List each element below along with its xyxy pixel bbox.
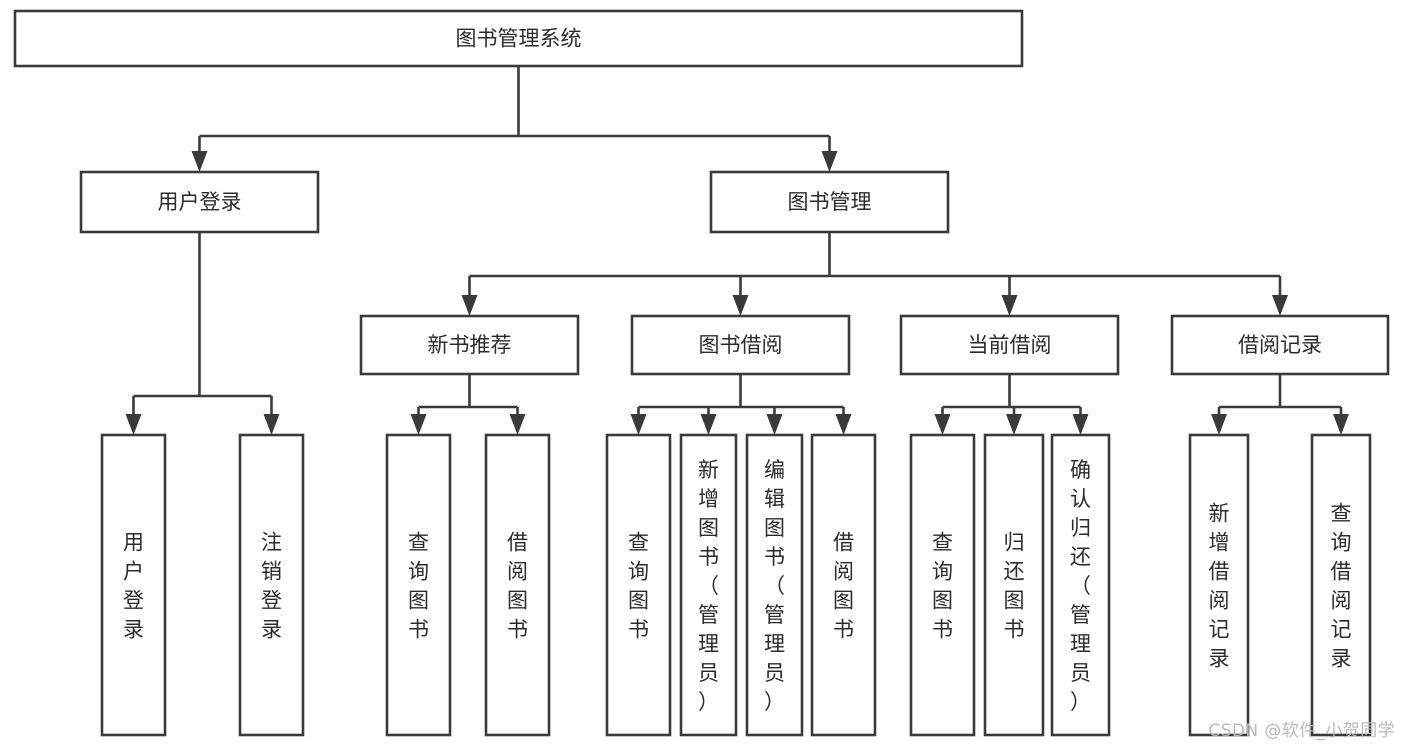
arrow-head-icon: [410, 414, 427, 435]
node-box[interactable]: [1310, 433, 1372, 737]
node-box[interactable]: [709, 170, 950, 234]
node-label: 注销登录: [261, 531, 282, 642]
node-root-图书管理系统[interactable]: 图书管理系统: [13, 9, 1024, 68]
connector-lines-layer: [125, 66, 1349, 435]
node-label: 用户登录: [158, 190, 242, 214]
arrow-head-icon: [509, 414, 526, 435]
node-leaf-编辑图书（管理员）[interactable]: 编辑图书（管理员）: [745, 433, 804, 737]
arrow-head-icon: [732, 295, 749, 316]
node-l3-图书借阅[interactable]: 图书借阅: [630, 314, 851, 376]
node-l2-用户登录[interactable]: 用户登录: [79, 170, 320, 234]
node-label: 归还图书: [1004, 531, 1025, 642]
arrow-head-icon: [461, 295, 478, 316]
node-label: 确认归还（管理员）: [1070, 458, 1091, 714]
arrow-head-icon: [1006, 414, 1022, 435]
node-label: 查询借阅记录: [1331, 502, 1352, 671]
node-leaf-查询借阅记录[interactable]: 查询借阅记录: [1310, 433, 1372, 737]
node-l3-当前借阅[interactable]: 当前借阅: [899, 314, 1120, 376]
node-label: 编辑图书（管理员）: [764, 458, 785, 714]
node-label: 新书推荐: [428, 333, 512, 357]
node-label: 借阅图书: [507, 531, 528, 642]
node-leaf-借阅图书[interactable]: 借阅图书: [484, 433, 551, 737]
node-boxes-layer: 图书管理系统用户登录图书管理新书推荐图书借阅当前借阅借阅记录用户登录注销登录查询…: [13, 9, 1390, 737]
arrow-head-icon: [263, 414, 280, 435]
node-label: 查询图书: [932, 531, 953, 642]
node-box[interactable]: [899, 314, 1120, 376]
node-leaf-用户登录[interactable]: 用户登录: [100, 433, 167, 737]
arrow-head-icon: [125, 414, 142, 435]
node-box[interactable]: [1188, 433, 1250, 737]
arrow-head-icon: [1211, 414, 1227, 435]
node-l3-新书推荐[interactable]: 新书推荐: [359, 314, 580, 376]
node-label: 图书管理系统: [456, 27, 582, 51]
node-leaf-新增图书（管理员）[interactable]: 新增图书（管理员）: [679, 433, 738, 737]
node-label: 借阅图书: [833, 531, 854, 642]
arrow-head-icon: [1333, 414, 1349, 435]
node-box[interactable]: [13, 9, 1024, 68]
node-leaf-确认归还（管理员）[interactable]: 确认归还（管理员）: [1050, 433, 1111, 737]
node-box[interactable]: [484, 433, 551, 737]
node-label: 查询图书: [408, 531, 429, 642]
arrow-head-icon: [821, 151, 838, 172]
node-label: 新增借阅记录: [1209, 502, 1230, 671]
node-box[interactable]: [983, 433, 1045, 737]
node-l2-图书管理[interactable]: 图书管理: [709, 170, 950, 234]
node-box[interactable]: [79, 170, 320, 234]
node-box[interactable]: [1050, 433, 1111, 737]
node-leaf-借阅图书[interactable]: 借阅图书: [810, 433, 877, 737]
node-label: 新增图书（管理员）: [698, 458, 719, 714]
node-box[interactable]: [605, 433, 672, 737]
arrow-head-icon: [700, 414, 717, 435]
node-label: 图书管理: [788, 190, 872, 214]
node-leaf-归还图书[interactable]: 归还图书: [983, 433, 1045, 737]
node-label: 查询图书: [628, 531, 649, 642]
node-leaf-注销登录[interactable]: 注销登录: [238, 433, 305, 737]
node-l3-借阅记录[interactable]: 借阅记录: [1170, 314, 1390, 376]
node-box[interactable]: [1170, 314, 1390, 376]
node-box[interactable]: [810, 433, 877, 737]
arrow-head-icon: [1272, 295, 1288, 316]
node-box[interactable]: [679, 433, 738, 737]
node-leaf-查询图书[interactable]: 查询图书: [385, 433, 452, 737]
node-box[interactable]: [359, 314, 580, 376]
arrow-head-icon: [835, 414, 852, 435]
arrow-head-icon: [766, 414, 783, 435]
arrow-head-icon: [934, 414, 951, 435]
node-box[interactable]: [630, 314, 851, 376]
node-label: 当前借阅: [968, 333, 1052, 357]
csdn-watermark: CSDN @软件_小贺同学: [1208, 721, 1395, 741]
arrow-head-icon: [1072, 414, 1089, 435]
node-label: 借阅记录: [1238, 333, 1322, 357]
arrow-head-icon: [191, 151, 208, 172]
node-box[interactable]: [385, 433, 452, 737]
node-label: 用户登录: [123, 531, 144, 642]
node-label: 图书借阅: [699, 333, 783, 357]
arrow-head-icon: [630, 414, 647, 435]
node-leaf-新增借阅记录[interactable]: 新增借阅记录: [1188, 433, 1250, 737]
node-box[interactable]: [909, 433, 976, 737]
node-box[interactable]: [238, 433, 305, 737]
node-box[interactable]: [745, 433, 804, 737]
node-box[interactable]: [100, 433, 167, 737]
node-leaf-查询图书[interactable]: 查询图书: [909, 433, 976, 737]
arrow-head-icon: [1001, 295, 1018, 316]
node-leaf-查询图书[interactable]: 查询图书: [605, 433, 672, 737]
